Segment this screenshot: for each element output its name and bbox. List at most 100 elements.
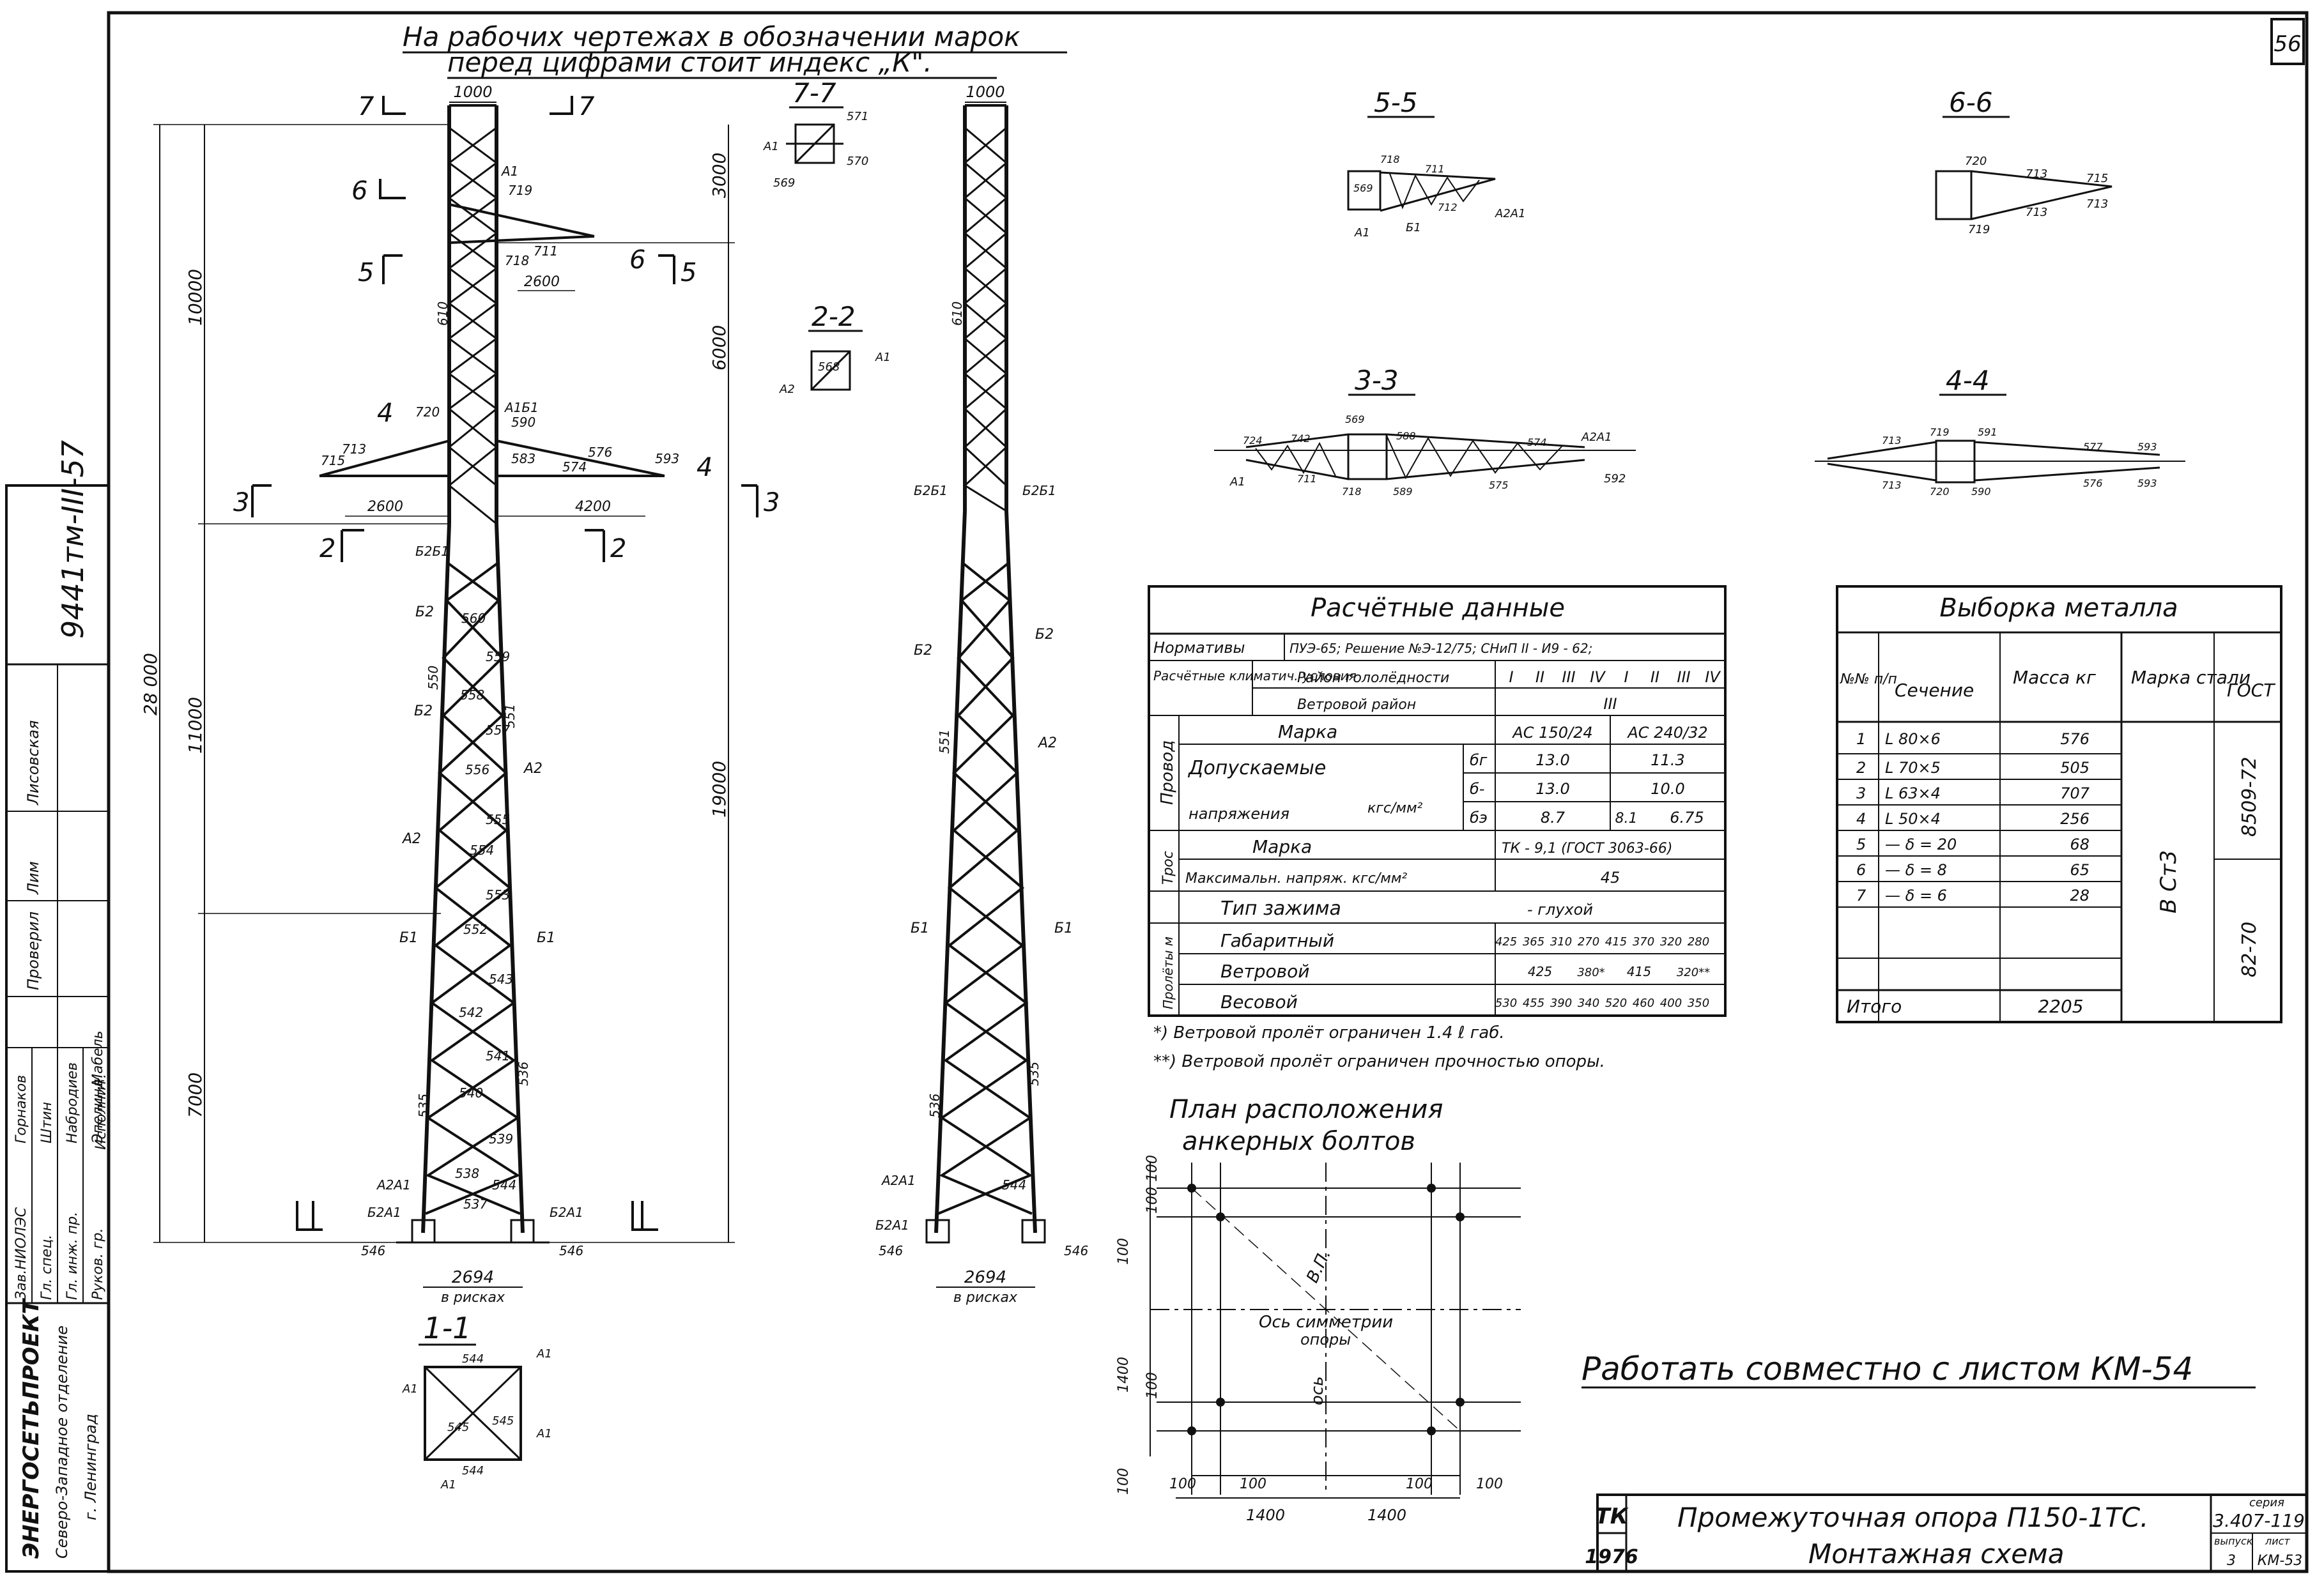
wire-mark-1: АС 240/32 [1626,724,1707,742]
plate-b2a1-l: Б2А1 [367,1205,401,1220]
ice-region-6: III [1677,668,1690,686]
plate-a1-top: А1 [500,164,518,179]
span-0-2: 310 [1550,935,1572,949]
section-label-2-2: 2-2 [812,301,856,332]
side-plate-b2a1: Б2А1 [875,1218,909,1233]
stress-b-1: 10.0 [1651,780,1684,798]
arm-dim-2: 4200 [575,499,611,515]
ice-region-1: II [1535,668,1544,686]
metal-mass-1: 505 [2060,759,2089,777]
side-base-note: в рисках [953,1290,1018,1306]
s77-569: 569 [773,176,795,190]
s55-718: 718 [1380,153,1400,165]
metal-mass-3: 256 [2060,810,2089,828]
stress-unit: кгс/мм² [1367,800,1423,816]
member-551: 551 [502,704,518,728]
side-check-1: Лим [24,861,42,895]
side-name-1: Штин [39,1102,55,1143]
stress-b-2: 8.1 [1615,811,1638,827]
tb-title: Промежуточная опора П150-1ТС. [1677,1502,2149,1533]
anchor-dv-5: 100 [1116,1468,1132,1495]
anchor-dh-5: 1400 [1367,1506,1406,1524]
max-stress-label: Максимальн. напряж. кгс/мм² [1185,871,1407,887]
cut-5l: 5 [358,258,374,287]
plate-b2-l: Б2 [415,604,434,620]
span-2-0: 530 [1495,997,1517,1010]
cut-7r: 7 [578,92,595,121]
calc-data-table: Расчётные данные Нормативы ПУЭ-65; Решен… [1148,585,1727,1071]
plate-a2-l: А2 [401,831,421,847]
metal-sec-2: L 63×4 [1885,784,1941,802]
note-line-2: перед цифрами стоит индекс „К". [447,47,932,78]
note-line-1: На рабочих чертежах в обозначении марок [403,21,1020,52]
section-7-7: 7-7 571 570 569 А1 [763,77,868,190]
s11-a1c: А1 [536,1427,552,1440]
side-name-4: Мабель [90,1030,106,1086]
tb-series-label: серия [2249,1496,2284,1509]
plate-a1b1: А1Б1 [504,400,539,415]
member-711: 711 [534,243,558,259]
member-536: 536 [516,1062,531,1086]
s77-570: 570 [847,155,868,168]
metal-n-0: 1 [1856,730,1866,748]
side-plate-b2-r: Б2 [1035,627,1054,643]
cut-marks: 7 7 6 5 6 5 4 4 3 3 2 2 [233,92,780,1231]
side-member-546-r: 546 [1064,1243,1088,1258]
s11-545-a: 545 [447,1421,469,1434]
s44-593: 593 [2137,441,2157,453]
tower-front-view: 1000 10000 28 000 11000 [140,83,735,1306]
span-name-1: Ветровой [1220,961,1309,982]
wire-label: Провод [1158,740,1177,805]
member-554: 554 [470,843,494,858]
span-0-1: 365 [1523,935,1544,949]
side-member-610: 610 [950,302,965,326]
s44-713: 713 [1882,434,1902,447]
s33-742: 742 [1291,432,1311,445]
metal-n-2: 3 [1856,784,1866,802]
tb-issue-label: выпуск [2214,1535,2253,1547]
metal-n-5: 6 [1856,861,1866,879]
s33-592: 592 [1604,472,1626,485]
anchor-dh-1: 100 [1240,1476,1266,1492]
s22-a1: А1 [875,351,891,364]
span-0-5: 370 [1633,935,1654,949]
plate-b1-r: Б1 [537,930,555,946]
tb-year: 1976 [1585,1546,1638,1568]
side-check-0: Проверил [24,912,42,990]
metal-n-3: 4 [1856,810,1866,828]
s33-588: 588 [1396,430,1416,442]
s44-576: 576 [2083,477,2103,489]
stress-sym-2: бэ [1470,809,1488,827]
clamp-value: - глухой [1527,901,1593,919]
section-label-1-1: 1-1 [423,1311,471,1345]
wind-label: Ветровой район [1297,697,1416,713]
anchor-dv-3: 1400 [1116,1357,1132,1393]
metal-sec-1: L 70×5 [1885,759,1941,777]
anchor-dv-1: 100 [1144,1187,1160,1214]
member-610: 610 [435,302,450,326]
plate-a2-r: А2 [523,761,543,777]
member-555: 555 [486,812,510,827]
max-stress: 45 [1601,869,1620,887]
anchor-axis-v: ось [1308,1376,1327,1405]
cable-label: Трос [1160,851,1176,885]
metal-sec-6: — δ = 6 [1885,887,1947,905]
s11-a1: А1 [536,1347,552,1361]
stress-a-1: 13.0 [1535,780,1569,798]
side-plate-a2-r: А2 [1037,735,1057,751]
stress-b-0: 11.3 [1651,751,1684,769]
base-note: в рисках [441,1290,505,1306]
spans-label: Пролёты м [1160,936,1176,1009]
metal-gost-0: 8509-72 [2238,757,2261,837]
member-546-r: 546 [559,1243,583,1258]
s11-a1b: А1 [402,1382,418,1396]
side-member-544: 544 [1002,1177,1026,1193]
s55-712: 712 [1438,201,1458,213]
s55-a2a1: A2A1 [1495,207,1526,220]
anchor-dv-0: 100 [1144,1155,1160,1182]
member-537: 537 [463,1196,488,1212]
member-541: 541 [486,1048,510,1064]
member-559: 559 [486,649,510,664]
metal-mass-6: 28 [2070,887,2089,905]
